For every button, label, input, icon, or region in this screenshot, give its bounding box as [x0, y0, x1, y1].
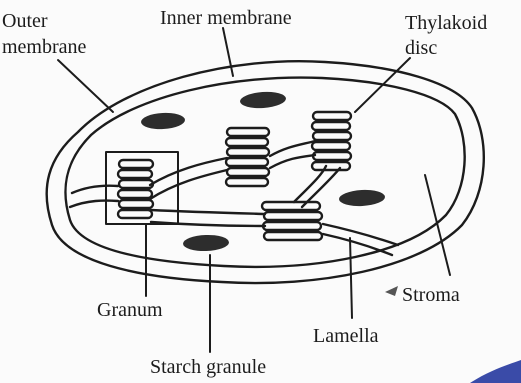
starch-granule-1	[141, 112, 186, 130]
leader-inner-membrane	[223, 28, 233, 76]
leader-lamella	[350, 238, 352, 318]
stroma-arrow-mark	[385, 286, 398, 296]
corner-pen-mark	[470, 360, 521, 383]
label-lamella: Lamella	[313, 325, 379, 347]
label-outer-line1: Outer	[2, 10, 48, 32]
lamella-4	[150, 170, 227, 199]
label-outer-line2: membrane	[2, 36, 86, 58]
lamella-2	[70, 201, 118, 207]
lamella-12	[323, 234, 392, 255]
lamella-9	[294, 166, 326, 202]
lamella-1	[72, 186, 118, 193]
label-thylakoid-line1: Thylakoid	[405, 12, 487, 34]
label-starch-granule: Starch granule	[150, 356, 266, 378]
granum-4	[262, 202, 322, 240]
starch-granule-4	[183, 234, 230, 252]
label-granum: Granum	[97, 299, 163, 321]
granum-2	[226, 128, 269, 186]
lamella-6	[270, 155, 315, 168]
starch-granule-3	[339, 189, 386, 207]
granum-3	[312, 112, 351, 170]
leader-stroma	[425, 175, 450, 275]
label-thylakoid-line2: disc	[405, 37, 437, 59]
label-inner-membrane: Inner membrane	[160, 7, 292, 29]
granum-1	[118, 160, 153, 218]
lamella-7	[151, 210, 265, 214]
label-stroma: Stroma	[402, 284, 460, 306]
leader-outer-membrane	[58, 60, 113, 112]
lamella-11	[323, 224, 398, 245]
lamella-5	[270, 141, 315, 156]
starch-granule-2	[239, 90, 286, 109]
